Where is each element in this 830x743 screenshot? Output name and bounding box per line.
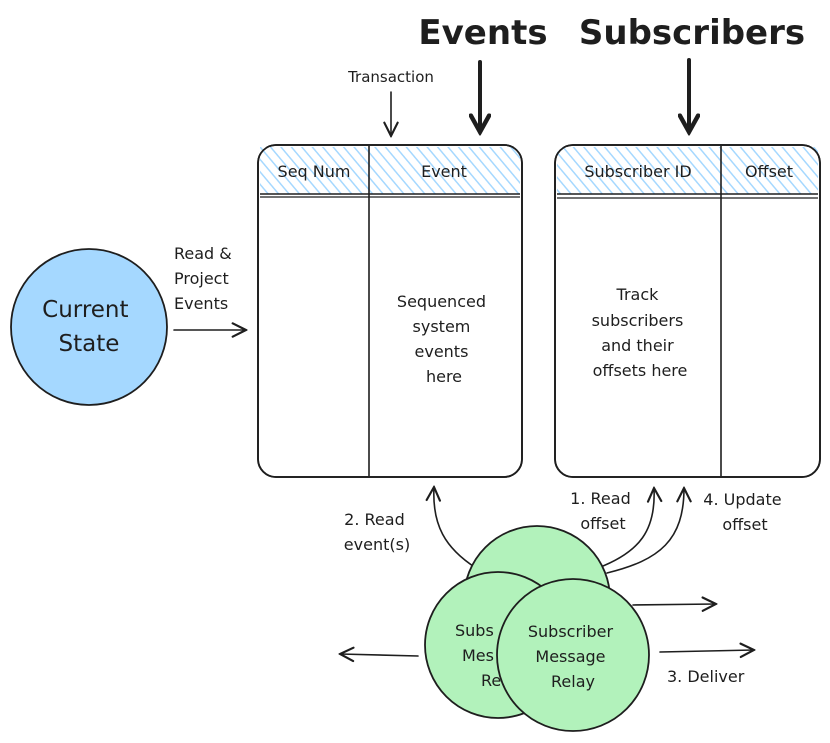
column-event: Event <box>421 162 467 181</box>
events-heading: Events <box>418 13 547 53</box>
subscribers-table-header <box>557 147 818 194</box>
deliver-arrow-right <box>659 650 754 652</box>
deliver-arrow-left <box>340 654 419 656</box>
relay-node-front <box>496 578 650 732</box>
read-project-label: Read & Project Events <box>174 244 237 313</box>
subscribers-heading: Subscribers <box>579 13 805 53</box>
current-state-label-line1: Current <box>42 297 128 323</box>
current-state-label-line2: State <box>59 331 120 357</box>
events-table: Seq Num Event Sequenced system events he… <box>257 144 523 478</box>
deliver-arrow-top <box>632 604 716 605</box>
column-offset: Offset <box>745 162 793 181</box>
current-state-node: Current State <box>10 248 168 406</box>
subscribers-table-body-text: Track subscribers and their offsets here <box>592 285 689 380</box>
read-offset-label: 1. Read offset <box>570 489 636 533</box>
events-table-body-text: Sequenced system events here <box>397 292 491 386</box>
update-offset-label: 4. Update offset <box>703 490 786 534</box>
column-subscriber-id: Subscriber ID <box>584 162 691 181</box>
read-offset-arrow <box>597 488 654 569</box>
events-table-header <box>260 147 520 194</box>
transaction-label: Transaction <box>347 68 434 86</box>
relay-front-label: Subscriber Message Relay <box>528 622 618 691</box>
column-seq-num: Seq Num <box>278 162 351 181</box>
svg-text:Current State: Current State <box>42 297 136 357</box>
read-events-label: 2. Read event(s) <box>344 510 410 554</box>
deliver-label: 3. Deliver <box>667 667 745 686</box>
update-offset-arrow <box>606 488 684 574</box>
subscribers-table: Subscriber ID Offset Track subscribers a… <box>554 144 821 478</box>
relay-cluster: Subs Mes Re Subscriber Message Relay <box>424 525 650 732</box>
read-events-arrow <box>434 487 477 569</box>
relay-middle-label: Subs Mes Re <box>455 621 501 690</box>
